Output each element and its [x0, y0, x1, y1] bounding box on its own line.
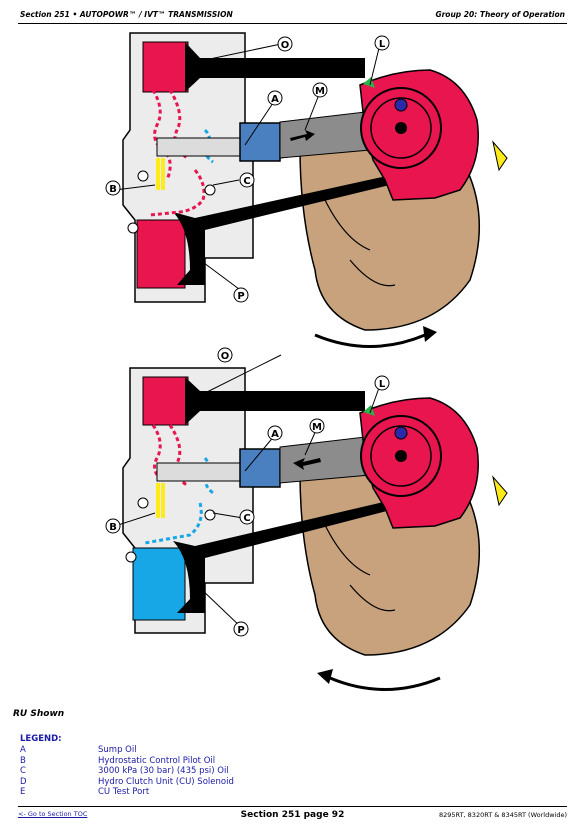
- legend-item: C 3000 kPa (30 bar) (435 psi) Oil: [20, 766, 420, 777]
- legend-item: D Hydro Clutch Unit (CU) Solenoid: [20, 777, 420, 788]
- port-1: [137, 170, 149, 182]
- legend-key: A: [20, 745, 26, 755]
- housing-inner-line: [324, 199, 396, 287]
- port-1: [137, 497, 149, 509]
- callout-L: L: [374, 35, 390, 51]
- svg-text:P: P: [237, 291, 244, 302]
- header-rule: [18, 23, 567, 24]
- footer-models: 8295RT, 8320RT & 8345RT (Worldwide): [438, 811, 567, 819]
- svg-text:C: C: [243, 513, 250, 524]
- legend-label: CU Test Port: [98, 787, 150, 798]
- svg-text:C: C: [243, 176, 250, 187]
- yellow-tab: [492, 475, 508, 507]
- diagram-top: O L A M B C P: [105, 32, 508, 348]
- solenoid-coil: [239, 122, 281, 162]
- port-3: [127, 222, 139, 234]
- rotation-arrow: [314, 333, 426, 348]
- svg-text:M: M: [312, 422, 322, 433]
- piston-stem: [279, 436, 371, 484]
- callout-A: A: [267, 425, 283, 441]
- port-blue: [394, 426, 408, 440]
- svg-text:M: M: [315, 86, 325, 97]
- port-blue: [394, 98, 408, 112]
- solenoid-coil: [239, 448, 281, 488]
- callout-O: O: [277, 36, 293, 52]
- port-2: [204, 509, 216, 521]
- legend-title: LEGEND:: [20, 734, 62, 744]
- flow-yellow: [156, 483, 165, 518]
- flow-arrow-right: [290, 130, 315, 141]
- pivot-center: [395, 450, 407, 462]
- header-section-title: Section 251 • AUTOPOWR™ / IVT™ TRANSMISS…: [20, 10, 233, 19]
- flow-blue: [203, 128, 214, 164]
- callout-C: C: [239, 172, 255, 188]
- legend-label: Hydro Clutch Unit (CU) Solenoid: [98, 776, 234, 787]
- callout-B: B: [105, 180, 121, 196]
- page-number: Section 251 page 92: [240, 810, 345, 820]
- svg-text:B: B: [109, 522, 117, 533]
- callout-B: B: [105, 518, 121, 534]
- solenoid-spool: [156, 462, 243, 482]
- port-2: [204, 184, 216, 196]
- header-group-title: Group 20: Theory of Operation: [435, 10, 565, 19]
- callout-L: L: [374, 375, 390, 391]
- lower-chamber: [136, 219, 186, 289]
- callout-O: O: [217, 347, 233, 363]
- housing-inner-line: [324, 524, 396, 612]
- callout-A: A: [267, 90, 283, 106]
- piston-stem: [279, 111, 371, 159]
- legend-key: B: [20, 755, 26, 766]
- legend-item: B Hydrostatic Control Pilot Oil: [20, 756, 420, 767]
- svg-text:L: L: [379, 39, 386, 50]
- green-tab: [363, 77, 375, 88]
- callout-C: C: [239, 509, 255, 525]
- callout-P: P: [233, 621, 249, 637]
- rotation-arrowhead: [317, 669, 333, 684]
- svg-text:O: O: [281, 40, 290, 51]
- svg-text:B: B: [109, 184, 117, 195]
- legend-key: D: [20, 776, 27, 787]
- solenoid-spool: [156, 137, 243, 157]
- svg-text:A: A: [271, 429, 279, 440]
- legend-item: E CU Test Port: [20, 787, 420, 798]
- upper-piston-rod: [185, 42, 365, 92]
- diagram-bottom: O L A M B C P: [105, 347, 508, 691]
- port-3: [125, 551, 137, 563]
- callout-P: P: [233, 287, 249, 303]
- legend-list: A Sump Oil B Hydrostatic Control Pilot Oil…: [20, 745, 420, 798]
- pivot-center: [395, 122, 407, 134]
- rotation-arrow: [329, 676, 441, 691]
- legend-label: Sump Oil: [98, 745, 137, 755]
- legend-key: E: [20, 787, 26, 798]
- upper-chamber: [142, 41, 189, 93]
- legend-item: A Sump Oil: [20, 745, 420, 756]
- legend-key: C: [20, 766, 26, 777]
- flow-red-1: [151, 89, 172, 181]
- upper-chamber: [142, 376, 189, 426]
- callout-M: M: [312, 82, 328, 98]
- yellow-tab: [492, 140, 508, 172]
- lower-chamber: [132, 547, 186, 621]
- flow-blue-2: [144, 502, 203, 545]
- figure-caption: RU Shown: [13, 709, 65, 719]
- svg-text:L: L: [379, 379, 386, 390]
- upper-piston-rod: [185, 377, 365, 425]
- callout-M: M: [309, 418, 325, 434]
- svg-text:A: A: [271, 94, 279, 105]
- flow-arrow-left: [293, 458, 321, 470]
- svg-text:P: P: [237, 625, 244, 636]
- flow-yellow: [156, 158, 165, 190]
- go-to-section-toc-link[interactable]: <- Go to Section TOC: [18, 810, 88, 818]
- legend-label: Hydrostatic Control Pilot Oil: [98, 755, 216, 766]
- legend-label: 3000 kPa (30 bar) (435 psi) Oil: [98, 766, 229, 777]
- svg-text:O: O: [221, 351, 230, 362]
- rotation-arrowhead: [423, 326, 437, 342]
- footer-rule: [18, 806, 567, 807]
